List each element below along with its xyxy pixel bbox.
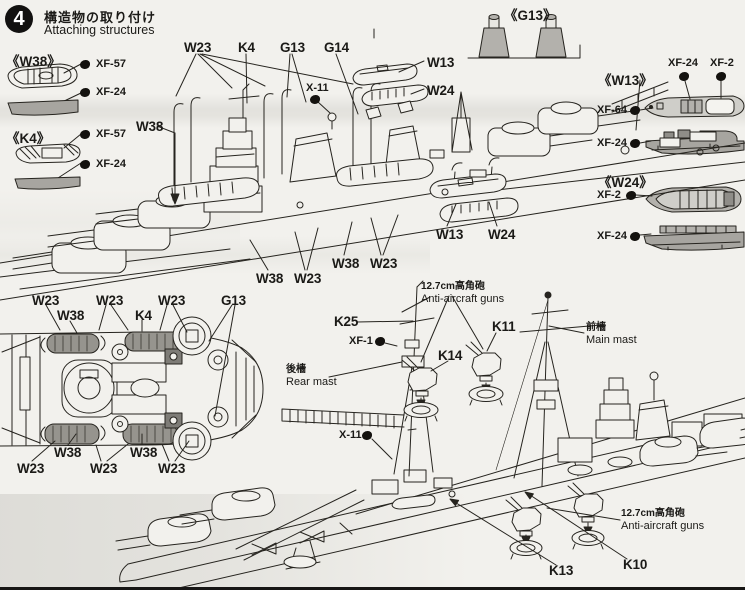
paint-code-label: XF-2: [710, 57, 734, 69]
part-label: K25: [334, 314, 359, 329]
paint-dot-icon: [362, 431, 372, 440]
annotation-japanese: 12.7cm高角砲: [421, 281, 485, 292]
annotation-label: 前檣 Main mast: [586, 321, 637, 347]
part-label: K14: [438, 348, 463, 363]
part-label: W23: [90, 461, 118, 476]
paint-code-label: XF-2: [597, 189, 621, 201]
part-label: W13: [436, 227, 464, 242]
paint-dot-icon: [716, 72, 726, 81]
paint-code-label: XF-24: [96, 86, 126, 98]
paint-dot-icon: [679, 72, 689, 81]
annotation-japanese: 12.7cm高角砲: [621, 508, 685, 519]
part-label: W13: [427, 55, 455, 70]
annotation-japanese: 後檣: [286, 364, 306, 375]
step-title-japanese: 構造物の取り付け: [44, 10, 157, 25]
annotation-english: Rear mast: [286, 376, 337, 389]
paint-code-label: XF-24: [96, 158, 126, 170]
part-label: W23: [17, 461, 45, 476]
paint-dot-icon: [310, 95, 320, 104]
part-label: W23: [370, 256, 398, 271]
paint-dot-icon: [375, 337, 385, 346]
paint-code-label: XF-24: [597, 230, 627, 242]
step-number-badge: 4: [5, 5, 33, 33]
part-label: K4: [238, 40, 255, 55]
paint-dot-icon: [80, 88, 90, 97]
annotation-english: Anti-aircraft guns: [421, 293, 505, 306]
paint-dot-icon: [80, 130, 90, 139]
part-group-label: 《W38》: [6, 54, 61, 69]
annotation-label: 12.7cm高角砲 Anti-aircraft guns: [621, 507, 704, 533]
paint-dot-icon: [630, 232, 640, 241]
paint-code-label: X-11: [306, 82, 329, 94]
part-label: W23: [294, 271, 322, 286]
paint-code-label: XF-57: [96, 128, 126, 140]
part-label: K4: [135, 308, 152, 323]
part-label: G13: [221, 293, 246, 308]
paint-code-label: X-11: [339, 429, 362, 441]
part-label: K13: [549, 563, 574, 578]
paint-code-label: XF-1: [349, 335, 373, 347]
part-label: W38: [332, 256, 360, 271]
part-label: W38: [130, 445, 158, 460]
annotation-english: Anti-aircraft guns: [621, 520, 705, 533]
paint-code-label: XF-24: [668, 57, 698, 69]
annotation-english: Main mast: [586, 334, 637, 347]
part-label: W23: [96, 293, 124, 308]
part-label: W23: [32, 293, 60, 308]
part-label: W23: [158, 293, 186, 308]
paint-dot-icon: [626, 191, 636, 200]
paint-code-label: XF-24: [597, 137, 627, 149]
part-label: W24: [427, 83, 455, 98]
paint-code-label: XF-57: [96, 58, 126, 70]
part-label: W38: [54, 445, 82, 460]
section-divider: [0, 587, 745, 590]
part-label: W24: [488, 227, 516, 242]
paint-dot-icon: [630, 139, 640, 148]
part-label: W38: [136, 119, 164, 134]
paint-dot-icon: [630, 106, 640, 115]
paint-dot-icon: [80, 60, 90, 69]
paint-dot-icon: [80, 160, 90, 169]
part-label: W38: [57, 308, 85, 323]
part-group-label: 《K4》: [6, 131, 51, 146]
part-group-label: 《W24》: [598, 175, 653, 190]
annotation-label: 12.7cm高角砲 Anti-aircraft guns: [421, 280, 504, 306]
paint-code-label: XF-64: [597, 104, 627, 116]
part-label: W38: [256, 271, 284, 286]
part-label: K11: [492, 319, 516, 334]
annotation-japanese: 前檣: [586, 322, 606, 333]
part-label: W23: [158, 461, 186, 476]
part-label: G14: [324, 40, 349, 55]
step-title-english: Attaching structures: [44, 23, 155, 37]
part-label: W23: [184, 40, 212, 55]
part-group-label: 《G13》: [504, 8, 557, 23]
annotation-label: 後檣 Rear mast: [286, 363, 337, 389]
part-label: G13: [280, 40, 305, 55]
part-label: K10: [623, 557, 648, 572]
part-group-label: 《W13》: [598, 73, 653, 88]
